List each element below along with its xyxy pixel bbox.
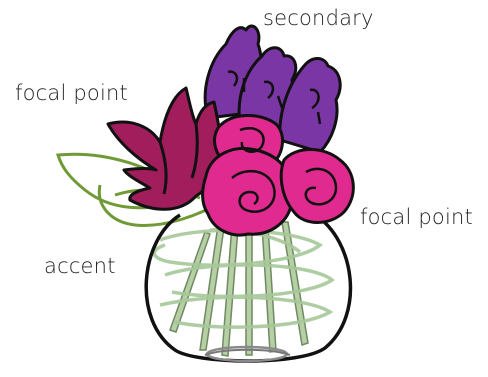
label-secondary: secondary — [263, 6, 374, 30]
label-focal-point-left: focal point — [15, 81, 128, 105]
label-focal-point-right: focal point — [360, 205, 473, 229]
label-accent: accent — [44, 254, 116, 278]
